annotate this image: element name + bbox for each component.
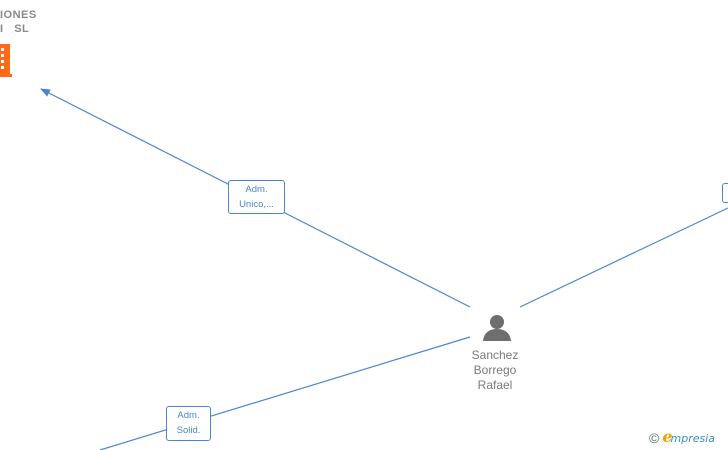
company-name-line1: IONES (0, 9, 37, 21)
empresia-watermark: © empresia (649, 427, 716, 447)
edge-label-line1: Adm. (177, 410, 200, 421)
edge-label-line2: Unico,... (239, 199, 274, 210)
person-icon[interactable] (482, 313, 512, 343)
edge-label-line2: Solid. (176, 425, 201, 436)
edge-label-adm-solid[interactable]: Adm. Solid. (166, 406, 211, 441)
edge-to-bottom-company[interactable] (99, 336, 471, 450)
edge-to-right-company[interactable] (519, 207, 728, 308)
building-icon[interactable] (0, 44, 12, 78)
empresia-logo: empresia (662, 427, 716, 446)
person-name-line1: Sanchez (471, 348, 519, 362)
person-name-line2: Borrego (473, 363, 517, 377)
company-name[interactable]: IONES I SL (0, 8, 37, 36)
edge-label-right-partial[interactable] (722, 183, 728, 203)
edge-label-adm-unico[interactable]: Adm. Unico,... (228, 180, 285, 214)
edge-label-line1: Adm. (245, 184, 268, 195)
company-name-line2: I SL (0, 23, 30, 35)
person-name-line3: Rafael (477, 378, 513, 392)
copyright-symbol: © (649, 430, 660, 446)
person-name[interactable]: Sanchez Borrego Rafael (455, 348, 535, 393)
